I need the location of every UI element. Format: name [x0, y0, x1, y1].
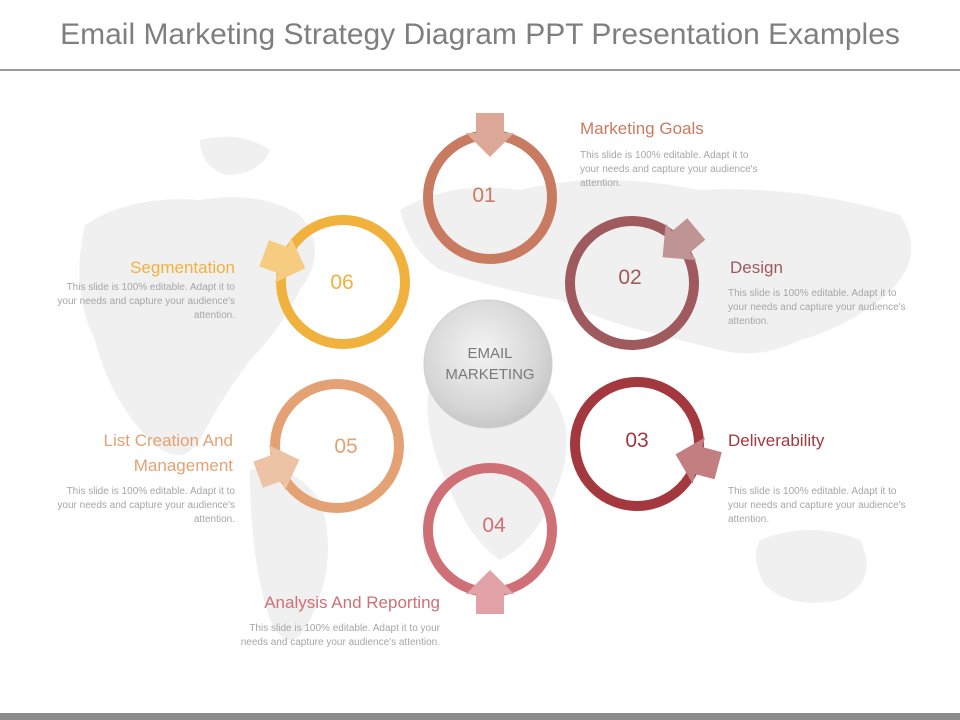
step-04-arrow	[466, 570, 514, 614]
step-02-arrow	[662, 218, 706, 261]
world-map-background	[79, 136, 912, 640]
slide-title: Email Marketing Strategy Diagram PPT Pre…	[60, 18, 900, 51]
footer-bar	[0, 713, 960, 720]
title-divider	[0, 69, 960, 71]
step-05-label: List Creation And Management	[103, 431, 233, 475]
step-02-number: 02	[618, 266, 642, 289]
step-06-arrow	[259, 237, 306, 283]
step-03-number: 03	[625, 429, 649, 452]
step-03-label: Deliverability	[728, 431, 825, 450]
step-04-description: This slide is 100% editable. Adapt it to…	[240, 623, 440, 648]
step-05-number: 05	[334, 435, 358, 458]
step-05-ring	[270, 379, 404, 513]
step-01-number: 01	[472, 184, 496, 207]
step-04-label: Analysis And Reporting	[264, 593, 440, 612]
step-05-arrow	[253, 445, 300, 491]
step-04-number: 04	[482, 514, 506, 537]
hub-label: EMAIL MARKETING	[445, 345, 535, 383]
step-05-description: This slide is 100% editable. Adapt it to…	[57, 486, 235, 525]
step-03-description: This slide is 100% editable. Adapt it to…	[728, 486, 906, 525]
step-02-description: This slide is 100% editable. Adapt it to…	[728, 288, 906, 327]
step-02-ring	[565, 216, 699, 350]
step-03-arrow	[675, 437, 722, 484]
step-06-description: This slide is 100% editable. Adapt it to…	[57, 282, 235, 321]
step-02-label: Design	[730, 258, 783, 277]
step-06-number: 06	[330, 271, 354, 294]
step-01-description: This slide is 100% editable. Adapt it to…	[580, 150, 758, 189]
step-01-label: Marketing Goals	[580, 119, 704, 138]
step-01-arrow	[466, 113, 514, 157]
step-06-label: Segmentation	[130, 258, 235, 277]
hub-circle	[423, 299, 553, 429]
step-06-ring	[276, 215, 410, 349]
